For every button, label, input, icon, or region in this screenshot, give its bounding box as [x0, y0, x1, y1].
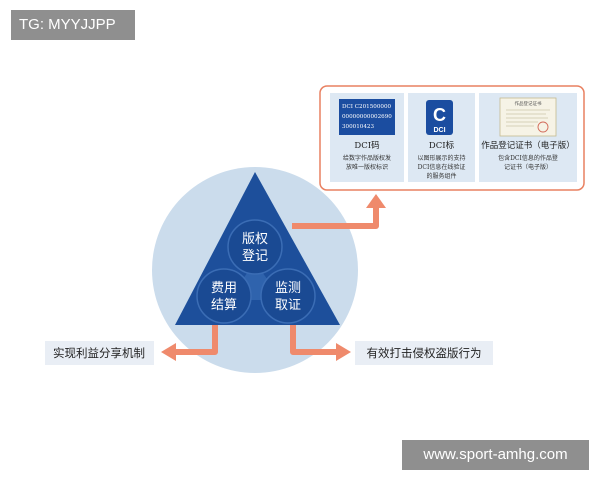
arrow-left-head [161, 343, 176, 361]
arrow-left [176, 325, 218, 355]
dci-code-line-3: 300010423 [342, 124, 374, 130]
arrow-right-head [336, 343, 351, 361]
dci-code-image [339, 99, 395, 135]
card-dci-mark: C DCI DCI标 以图形展示的支持 DCI信息在线验证 的服务组件 [408, 93, 475, 182]
node-copyright-registration [227, 219, 283, 275]
watermark: www.sport-amhg.com [402, 440, 589, 470]
right-output-box [355, 341, 493, 365]
node-label-right-1: 监测 [275, 281, 301, 296]
card-certificate-title: 作品登记证书（电子版） [481, 140, 575, 151]
dci-logo-icon [426, 100, 453, 135]
dci-code-line-2: 00000000002690 [342, 114, 392, 120]
node-label-right-2: 取证 [275, 298, 301, 313]
card-dci-code-desc-2: 放唯一版权标识 [346, 163, 388, 171]
card-dci-mark-title: DCI标 [429, 140, 455, 151]
right-output-label: 有效打击侵权盗版行为 [367, 346, 482, 360]
node-label-top-1: 版权 [242, 231, 268, 247]
card-certificate: 作品登记证书 作品登记证书（电子版） 包含DCI信息的作品登 记证书（电子版） [479, 93, 577, 182]
node-fee-settlement [196, 268, 252, 324]
certificate-image-title: 作品登记证书 [515, 100, 542, 107]
card-dci-mark-desc-2: DCI信息在线验证 [418, 163, 466, 171]
arrow-up-right-head [366, 194, 386, 208]
dci-code-line-1: DCI C201500000 [342, 104, 392, 110]
card-certificate-desc-1: 包含DCI信息的作品登 [498, 154, 558, 162]
node-monitoring-evidence [260, 268, 316, 324]
dci-logo-letter: C [433, 105, 446, 125]
card-dci-code-title: DCI码 [354, 141, 379, 151]
card-dci-mark-desc-3: 的服务组件 [426, 172, 456, 180]
card-dci-code: DCI C201500000 00000000002690 300010423 … [330, 93, 404, 182]
arrow-right [290, 325, 336, 355]
card-dci-mark-desc-1: 以图形展示的支持 [417, 154, 465, 162]
corner-tag: TG: MYYJJPP [11, 10, 135, 40]
arrow-up-right [292, 208, 379, 229]
dci-logo-text: DCI [433, 127, 445, 134]
node-label-left-1: 费用 [211, 281, 237, 296]
card-certificate-desc-2: 记证书（电子版） [504, 163, 552, 171]
node-label-top-2: 登记 [242, 249, 268, 264]
node-label-left-2: 结算 [211, 298, 237, 313]
left-output-label: 实现利益分享机制 [53, 346, 145, 360]
left-output-box [45, 341, 154, 365]
card-dci-code-desc-1: 给数字作品版权发 [343, 154, 391, 162]
certificate-image [499, 97, 557, 137]
certificate-seal-icon [537, 121, 549, 133]
